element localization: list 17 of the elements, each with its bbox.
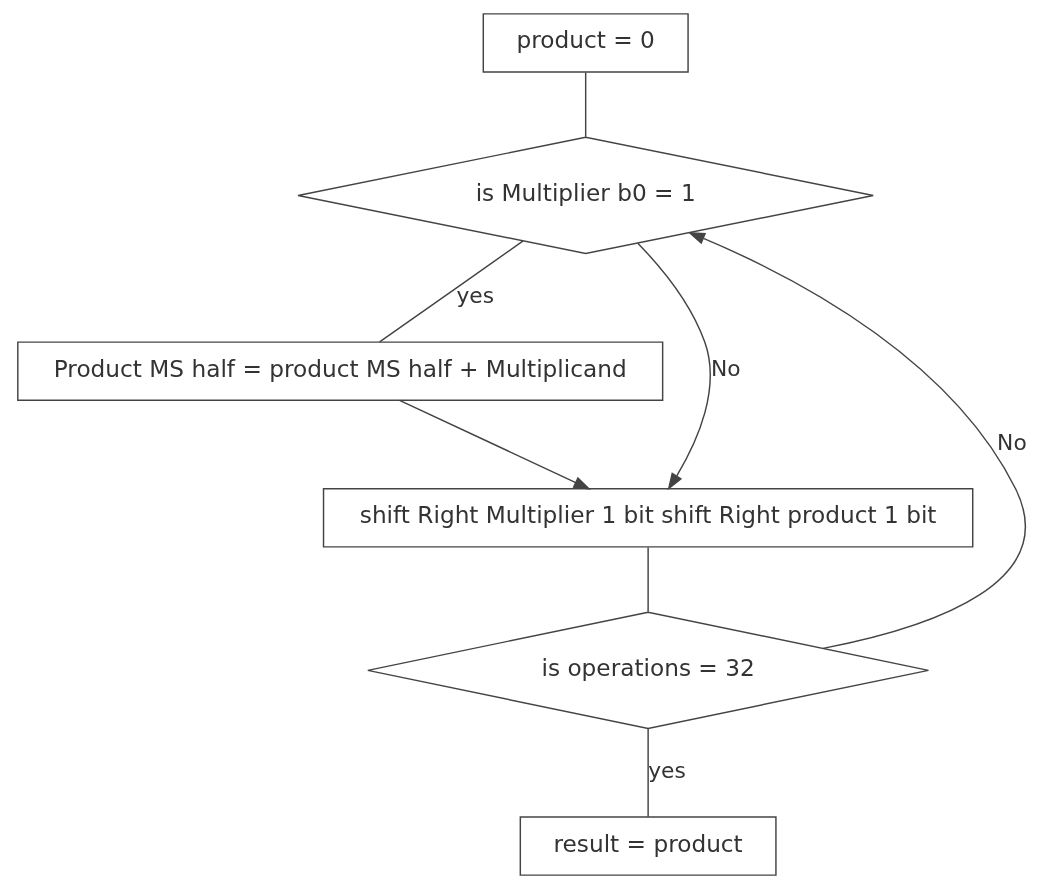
edge-label: No <box>711 356 741 382</box>
connector <box>378 240 524 343</box>
edge-label: yes <box>648 757 686 783</box>
edge-label: No <box>997 429 1027 455</box>
node-diamond: is Multiplier b0 = 1 <box>297 136 874 255</box>
node-box: result = product <box>519 816 777 876</box>
connector <box>584 71 587 138</box>
node-box: shift Right Multiplier 1 bit shift Right product 1 bit <box>322 488 974 548</box>
arrow <box>687 231 1026 650</box>
connector <box>647 546 649 613</box>
arrow <box>398 399 591 490</box>
node-box: product = 0 <box>482 13 689 73</box>
node-diamond: is operations = 32 <box>367 611 930 730</box>
node-box: Product MS half = product MS half + Multiplicand <box>17 341 664 401</box>
connector <box>647 728 649 818</box>
edge-label: yes <box>456 282 495 308</box>
arrow <box>637 242 711 491</box>
